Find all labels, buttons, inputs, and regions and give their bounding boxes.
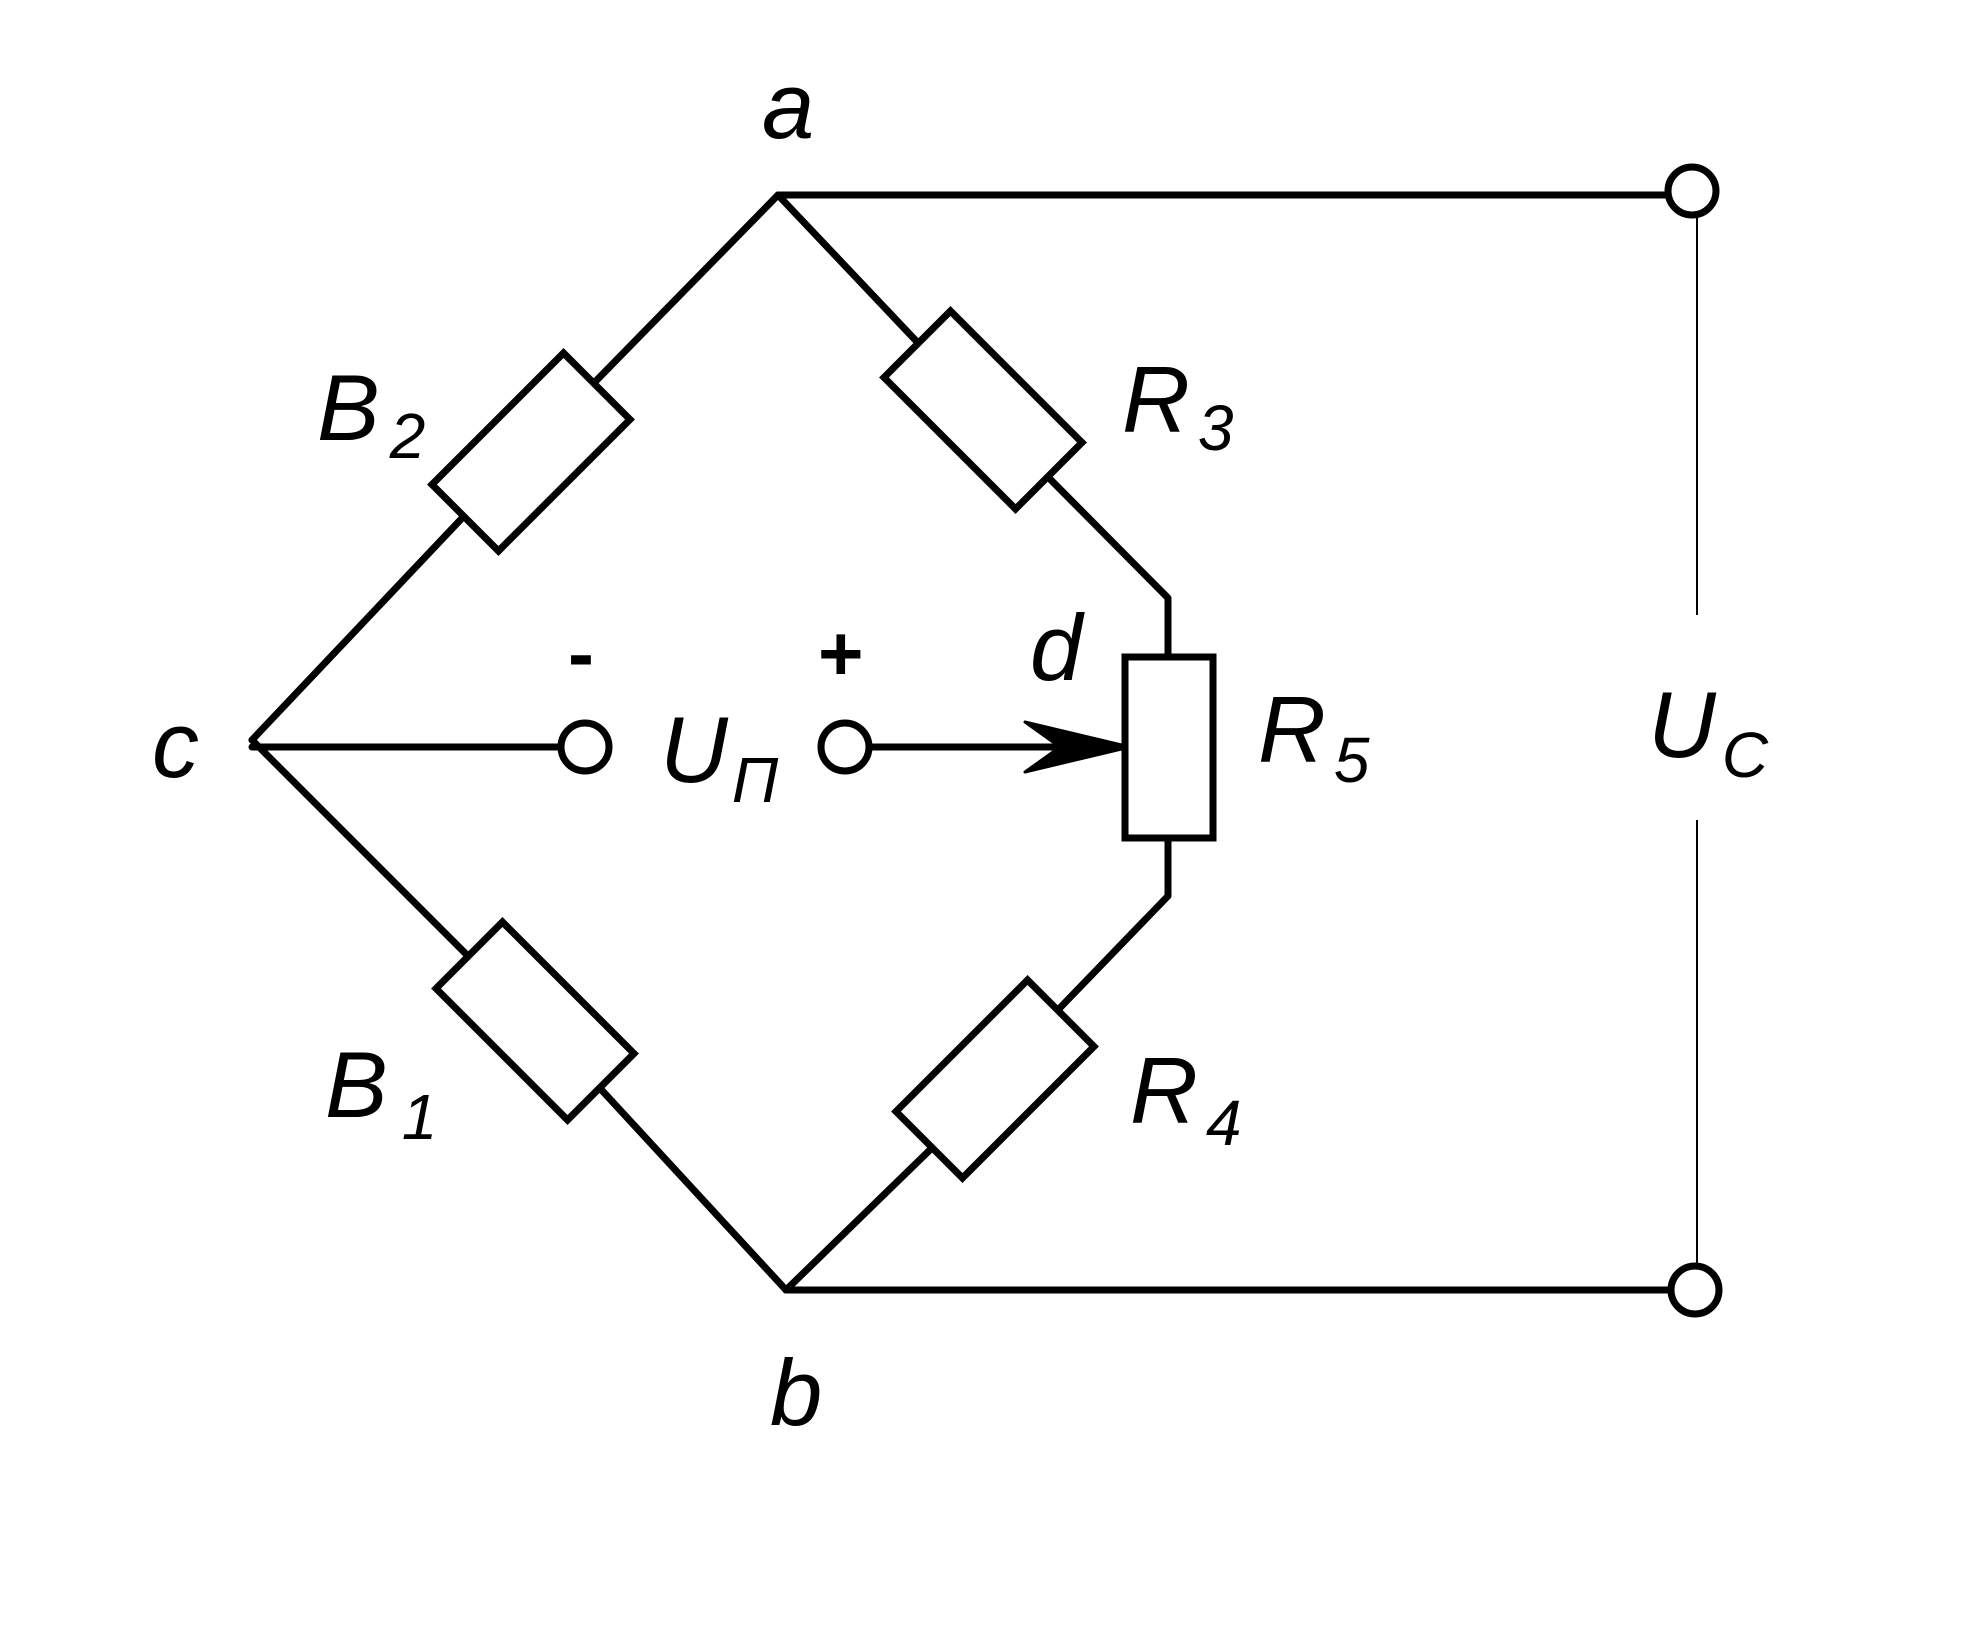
label-r4-sub: 4: [1206, 1087, 1242, 1159]
label-b2-sub: 2: [389, 400, 426, 472]
wire-a-b2: [586, 191, 782, 391]
label-output-voltage-main: U: [660, 697, 729, 802]
resistor-b2: [427, 348, 635, 556]
wiper-arrow-head: [1023, 720, 1132, 774]
label-r3-sub: 3: [1198, 392, 1234, 464]
node-label-a: a: [762, 53, 814, 158]
label-b1-main: B: [325, 1032, 388, 1137]
output-minus-sign: -: [568, 609, 594, 697]
label-supply-voltage-main: U: [1648, 672, 1717, 777]
output-plus-sign: +: [818, 609, 864, 697]
label-b1-sub: 1: [402, 1081, 438, 1153]
label-r5-sub: 5: [1334, 724, 1370, 796]
label-r3-main: R: [1122, 347, 1190, 452]
node-label-b: b: [770, 1340, 822, 1445]
label-b2-main: B: [317, 355, 380, 460]
wire-a-r3: [774, 191, 924, 349]
label-output-voltage-sub: П: [732, 744, 779, 816]
label-r5-main: R: [1258, 677, 1326, 782]
supply-terminal-bottom: [1667, 1262, 1723, 1318]
wire-r4-b: [782, 1141, 939, 1294]
resistor-r4: [891, 975, 1099, 1183]
bridge-wires: [248, 191, 1676, 1294]
wire-b1-b: [593, 1081, 790, 1294]
wire-b2-c: [248, 511, 469, 744]
node-label-d: d: [1030, 595, 1085, 700]
wire-r5-r4: [1051, 834, 1172, 1017]
node-label-c: c: [152, 692, 199, 797]
label-supply-voltage-sub: C: [1722, 719, 1769, 791]
output-terminal-plus: [817, 719, 873, 775]
resistor-r5: [1121, 653, 1217, 842]
resistor-b1: [431, 917, 639, 1125]
wire-c-b1: [248, 736, 474, 962]
label-output-voltage: UП: [660, 697, 779, 816]
label-r4-main: R: [1130, 1038, 1198, 1143]
supply-terminal-top: [1664, 163, 1720, 219]
label-supply-voltage: UC: [1648, 672, 1769, 791]
output-terminal-minus: [557, 719, 613, 775]
wire-r3-r5: [1042, 471, 1172, 661]
resistor-r3: [879, 306, 1087, 514]
